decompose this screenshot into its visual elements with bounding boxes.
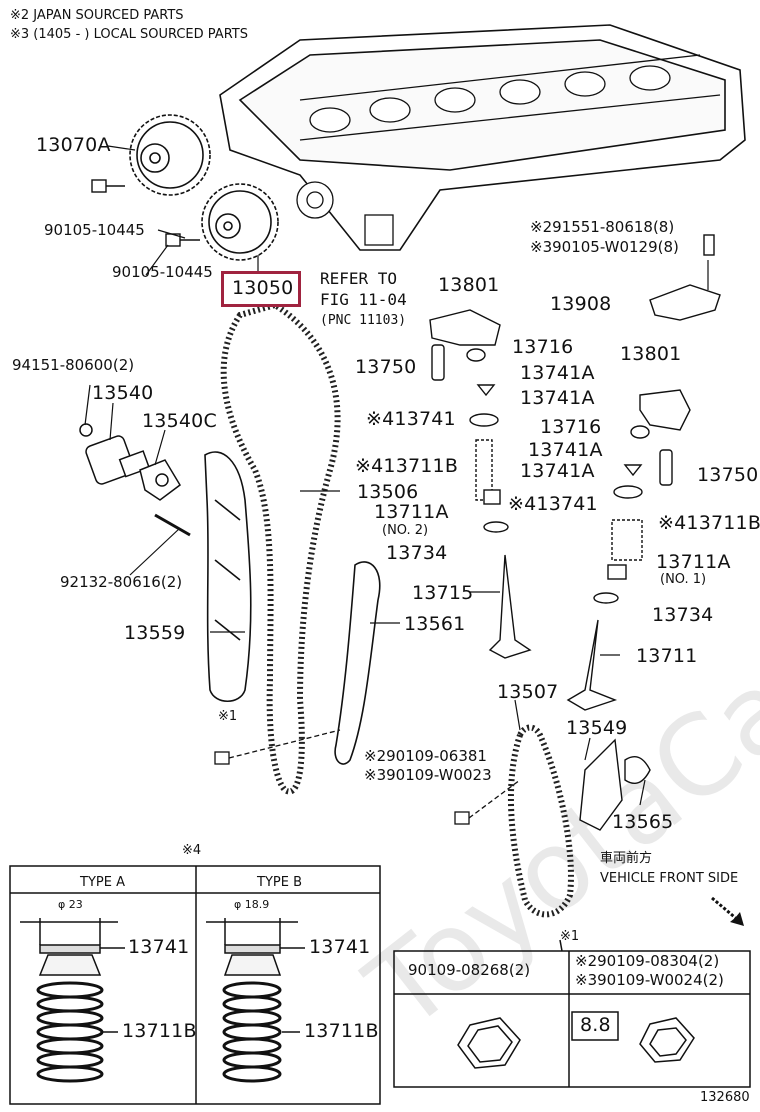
refer-line-3: (PNC 11103) <box>320 313 407 328</box>
part-label-13711A-a[interactable]: 13711A <box>374 501 449 523</box>
part-label-13801-a[interactable]: 13801 <box>438 274 500 296</box>
part-label-91551-80618[interactable]: ※291551-80618(8) <box>530 218 675 236</box>
type-b-diameter: φ 18.9 <box>234 898 270 911</box>
note-star1-a: ※1 <box>218 709 238 724</box>
part-label-13561[interactable]: 13561 <box>404 613 466 635</box>
vehicle-front-arrow <box>711 896 744 926</box>
part-label-13750-b[interactable]: 13750 <box>697 464 759 486</box>
part-label-13734-b[interactable]: 13734 <box>652 604 714 626</box>
chain-tensioner-arm-13559 <box>204 451 252 703</box>
cam-sprocket-13050 <box>201 183 279 261</box>
part-label-13506[interactable]: 13506 <box>357 481 419 503</box>
part-label-13050[interactable]: 13050 <box>232 277 294 299</box>
part-label-90105-10445-b[interactable]: 90105-10445 <box>112 263 213 281</box>
refer-line-1: REFER TO <box>320 269 398 288</box>
part-label-13908[interactable]: 13908 <box>550 293 612 315</box>
part-label-13715[interactable]: 13715 <box>412 582 474 604</box>
part-label-90105-10445-a[interactable]: 90105-10445 <box>44 221 145 239</box>
timing-chain-13506 <box>220 301 341 795</box>
type-b-seat-label[interactable]: 13741 <box>309 936 371 958</box>
vehicle-front-label-jp: 車両前方 <box>600 851 653 866</box>
part-label-13801-b[interactable]: 13801 <box>620 343 682 365</box>
part-label-13711B-b[interactable]: ※413711B <box>658 512 760 534</box>
part-label-13734-a[interactable]: 13734 <box>386 542 448 564</box>
part-label-13540C[interactable]: 13540C <box>142 410 217 432</box>
part-label-13716-b[interactable]: 13716 <box>540 416 602 438</box>
part-label-13741A-4[interactable]: 13741A <box>520 460 595 482</box>
refer-line-2: FIG 11-04 <box>320 290 407 309</box>
timing-chain-13507 <box>507 724 574 918</box>
note-star4: ※4 <box>182 843 202 858</box>
cam-sprocket-13070A <box>129 114 211 196</box>
lower-bolts <box>214 729 521 825</box>
part-label-13711B-a[interactable]: ※413711B <box>355 455 459 477</box>
note-local-sourced: ※3 (1405 - ) LOCAL SOURCED PARTS <box>10 27 248 42</box>
refer-note[interactable]: REFER TO FIG 11-04 (PNC 11103) <box>320 268 407 331</box>
figure-number: 132680 <box>700 1090 750 1105</box>
part-label-13711A-b[interactable]: 13711A <box>656 551 731 573</box>
part-label-13711[interactable]: 13711 <box>636 645 698 667</box>
chain-tensioner-13540 <box>79 423 191 537</box>
note-star1-b: ※1 <box>560 929 580 944</box>
part-label-13507[interactable]: 13507 <box>497 681 559 703</box>
type-b-spring-label[interactable]: 13711B <box>304 1020 379 1042</box>
type-a-title: TYPE A <box>80 875 125 890</box>
vehicle-front-label-en: VEHICLE FRONT SIDE <box>600 871 739 886</box>
part-label-13741A-1[interactable]: 13741A <box>520 362 595 384</box>
part-label-92132-80616[interactable]: 92132-80616(2) <box>60 573 183 591</box>
part-label-90105-W0129[interactable]: ※390105-W0129(8) <box>530 238 679 256</box>
bolt-marking: 8.8 <box>580 1014 611 1036</box>
type-a-diameter: φ 23 <box>58 898 83 911</box>
leader-lines <box>84 145 709 806</box>
type-a-spring-label[interactable]: 13711B <box>122 1020 197 1042</box>
type-b-title: TYPE B <box>257 875 302 890</box>
bolts-90105 <box>91 179 200 247</box>
part-label-13711A-b-sub: (NO. 1) <box>660 572 707 587</box>
part-label-13741A-2[interactable]: 13741A <box>520 387 595 409</box>
part-label-13565[interactable]: 13565 <box>612 811 674 833</box>
bolt-table-col1[interactable]: 90109-08268(2) <box>408 961 531 979</box>
part-label-13711A-a-sub: (NO. 2) <box>382 523 429 538</box>
part-label-13716-a[interactable]: 13716 <box>512 336 574 358</box>
part-label-13070A[interactable]: 13070A <box>36 134 111 156</box>
part-label-90109-06381[interactable]: ※290109-06381 <box>364 747 487 765</box>
chain-guide-13561 <box>334 561 381 765</box>
valve-train-parts <box>429 234 721 831</box>
part-label-13540[interactable]: 13540 <box>92 382 154 404</box>
bolt-table-col2-line1[interactable]: ※290109-08304(2) <box>575 952 720 970</box>
note-japan-sourced: ※2 JAPAN SOURCED PARTS <box>10 8 184 23</box>
part-label-13741-a[interactable]: ※413741 <box>366 408 456 430</box>
highlight-box[interactable]: 13050 <box>221 271 301 307</box>
part-label-13559[interactable]: 13559 <box>124 622 186 644</box>
part-label-13750-a[interactable]: 13750 <box>355 356 417 378</box>
cylinder-head-illustration <box>219 24 746 251</box>
bolt-table-col2-line2[interactable]: ※390109-W0024(2) <box>575 971 724 989</box>
part-label-94151-80600[interactable]: 94151-80600(2) <box>12 356 135 374</box>
part-label-13549[interactable]: 13549 <box>566 717 628 739</box>
part-label-90109-W0023[interactable]: ※390109-W0023 <box>364 766 492 784</box>
part-label-13741A-3[interactable]: 13741A <box>528 439 603 461</box>
part-label-13741-b[interactable]: ※413741 <box>508 493 598 515</box>
type-a-seat-label[interactable]: 13741 <box>128 936 190 958</box>
